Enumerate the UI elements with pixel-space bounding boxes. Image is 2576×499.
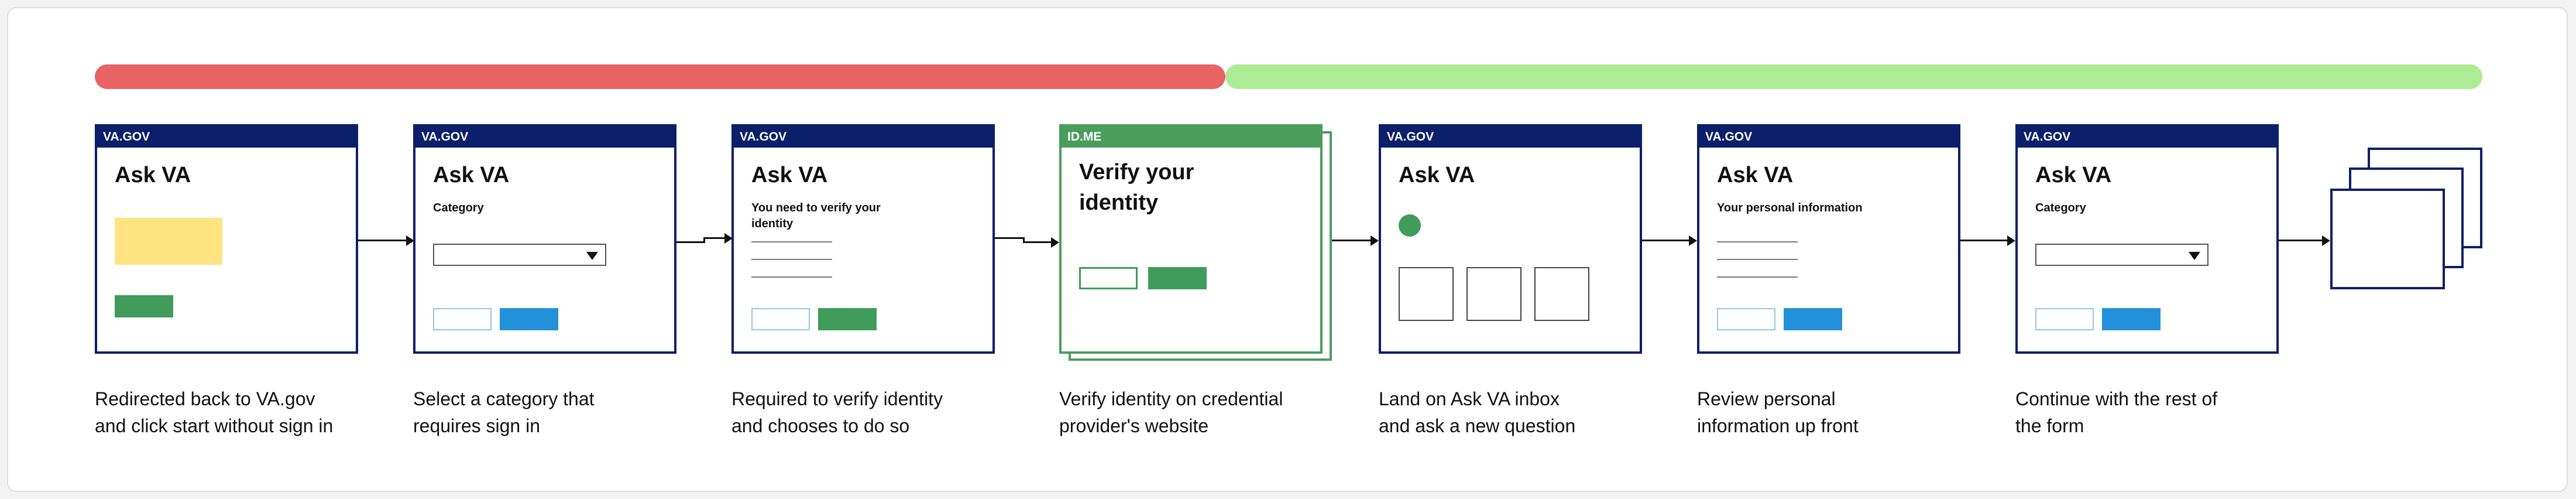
flow-connector — [1642, 240, 1690, 241]
secondary-button — [751, 308, 810, 330]
secondary-button — [433, 308, 492, 330]
form-page-stack-front — [2330, 189, 2445, 289]
chevron-down-icon — [2189, 252, 2200, 260]
caption-line: and ask a new question — [1379, 415, 1576, 436]
step-5-screen: VA.GOV Ask VA — [1379, 124, 1642, 354]
authenticated-phase-bar — [1225, 64, 2482, 89]
flow-connector — [676, 241, 705, 243]
flow-connector — [1332, 240, 1372, 241]
screen-header: ID.ME — [1062, 127, 1320, 148]
screen-header: VA.GOV — [97, 127, 356, 148]
arrow-right-icon — [2322, 235, 2330, 246]
secondary-button — [2035, 308, 2094, 330]
screen-header: VA.GOV — [415, 127, 674, 148]
subtitle-line: You need to verify your — [751, 201, 881, 214]
status-dot — [1399, 214, 1421, 237]
step-3-screen: VA.GOV Ask VA You need to verify your id… — [731, 124, 995, 354]
category-select — [2035, 244, 2209, 266]
chevron-down-icon — [586, 252, 598, 260]
screen-header: VA.GOV — [1699, 127, 1958, 148]
screen-subtitle: Category — [433, 201, 484, 214]
arrow-right-icon — [2007, 235, 2015, 246]
flow-connector — [703, 237, 724, 239]
screen-title: Ask VA — [433, 163, 510, 187]
text-line — [1717, 259, 1798, 260]
arrow-right-icon — [724, 233, 733, 244]
screen-subtitle: You need to verify your identity — [751, 200, 904, 232]
arrow-right-icon — [1689, 235, 1697, 246]
caption-line: information up front — [1697, 415, 1859, 436]
primary-button — [2102, 308, 2161, 330]
caption-line: Required to verify identity — [731, 388, 943, 409]
inbox-tile — [1399, 267, 1454, 321]
screen-header: VA.GOV — [734, 127, 992, 148]
text-line — [751, 276, 832, 278]
secondary-button — [1079, 267, 1138, 289]
step-7-caption: Continue with the rest of the form — [2015, 385, 2290, 439]
flow-connector — [1960, 240, 2008, 241]
screen-title: Ask VA — [115, 163, 191, 187]
screen-subtitle: Your personal information — [1717, 201, 1863, 214]
flow-connector — [1023, 241, 1052, 243]
verify-button — [818, 308, 877, 330]
primary-button — [500, 308, 558, 330]
subtitle-line: identity — [751, 217, 794, 230]
inbox-tile — [1466, 267, 1521, 321]
screen-title: Ask VA — [1399, 163, 1475, 187]
step-1-caption: Redirected back to VA.gov and click star… — [95, 385, 370, 439]
screen-header: VA.GOV — [1381, 127, 1640, 148]
caption-line: requires sign in — [413, 415, 540, 436]
step-7-screen: VA.GOV Ask VA Category — [2015, 124, 2279, 354]
flow-connector — [1023, 237, 1025, 243]
arrow-right-icon — [1051, 237, 1059, 248]
caption-line: Verify identity on credential — [1059, 388, 1283, 409]
step-2-caption: Select a category that requires sign in — [413, 385, 688, 439]
text-line — [1717, 276, 1798, 278]
step-4-caption: Verify identity on credential provider's… — [1059, 385, 1334, 439]
step-3-caption: Required to verify identity and chooses … — [731, 385, 1007, 439]
inbox-tile — [1534, 267, 1589, 321]
caption-line: Continue with the rest of — [2015, 388, 2218, 409]
text-line — [751, 259, 832, 260]
step-2-screen: VA.GOV Ask VA Category — [413, 124, 676, 354]
flow-connector — [995, 237, 1024, 239]
arrow-right-icon — [1371, 235, 1379, 246]
step-4-screen: ID.ME Verify your identity — [1059, 124, 1323, 354]
step-6-screen: VA.GOV Ask VA Your personal information — [1697, 124, 1960, 354]
caption-line: Land on Ask VA inbox — [1379, 388, 1560, 409]
flow-connector — [358, 240, 407, 241]
primary-button — [1148, 267, 1207, 289]
caption-line: the form — [2015, 415, 2084, 436]
caption-line: Review personal — [1697, 388, 1836, 409]
flow-connector — [703, 237, 705, 243]
screen-title: Ask VA — [751, 163, 828, 187]
unauthenticated-phase-bar — [95, 64, 1225, 89]
placeholder-block — [115, 218, 222, 265]
title-line: Verify your — [1079, 160, 1194, 184]
caption-line: and click start without sign in — [95, 415, 334, 436]
caption-line: and chooses to do so — [731, 415, 910, 436]
screen-subtitle: Category — [2035, 201, 2086, 214]
screen-title: Ask VA — [1717, 163, 1794, 187]
caption-line: provider's website — [1059, 415, 1209, 436]
step-5-caption: Land on Ask VA inbox and ask a new quest… — [1379, 385, 1654, 439]
text-line — [751, 241, 832, 242]
screen-title: Ask VA — [2035, 163, 2112, 187]
secondary-button — [1717, 308, 1775, 330]
caption-line: Redirected back to VA.gov — [95, 388, 315, 409]
start-button — [115, 295, 173, 317]
caption-line: Select a category that — [413, 388, 595, 409]
text-line — [1717, 241, 1798, 242]
arrow-right-icon — [406, 235, 414, 246]
category-select — [433, 244, 606, 266]
title-line: identity — [1079, 190, 1159, 215]
flow-connector — [2279, 240, 2323, 241]
primary-button — [1784, 308, 1842, 330]
step-1-screen: VA.GOV Ask VA — [95, 124, 358, 354]
screen-header: VA.GOV — [2018, 127, 2276, 148]
screen-title: Verify your identity — [1079, 157, 1194, 218]
step-6-caption: Review personal information up front — [1697, 385, 1972, 439]
